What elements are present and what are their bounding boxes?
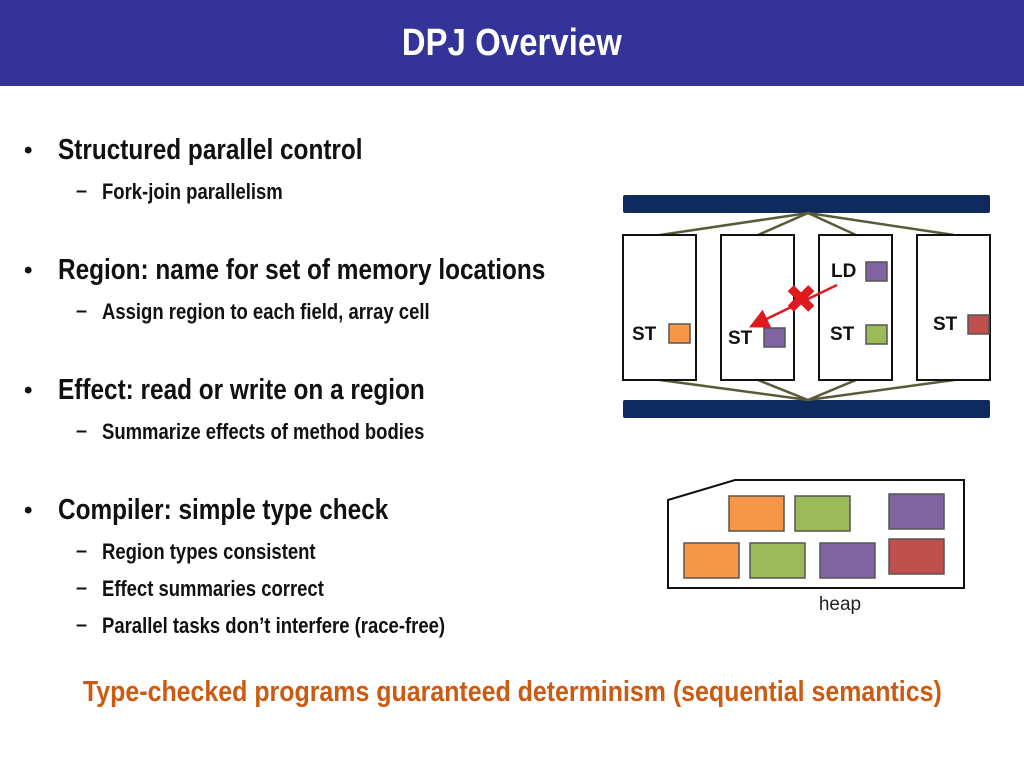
sub-bullet-effect-summaries: Effect summaries correct xyxy=(102,576,324,601)
conflict-arrow xyxy=(748,283,838,328)
bullet-marker: • xyxy=(24,497,33,524)
task-box-1 xyxy=(622,234,697,381)
join-lines xyxy=(659,378,955,402)
sub-bullet-marker: – xyxy=(76,300,88,322)
task-2-region-square xyxy=(763,327,786,348)
bullet-structured-parallel-control: Structured parallel control xyxy=(58,134,363,166)
heap-block xyxy=(819,542,876,579)
sub-bullet-marker: – xyxy=(76,614,88,636)
heap-block xyxy=(728,495,785,532)
join-bar xyxy=(623,400,990,418)
task-3-store-region-square xyxy=(865,324,888,345)
bullet-region-definition: Region: name for set of memory locations xyxy=(58,254,546,286)
sub-bullet-marker: – xyxy=(76,420,88,442)
sub-bullet-marker: – xyxy=(76,540,88,562)
sub-bullet-region-types: Region types consistent xyxy=(102,539,316,564)
task-4-store-label: ST xyxy=(933,314,958,335)
bullet-marker: • xyxy=(24,257,33,284)
sub-bullet-marker: – xyxy=(76,577,88,599)
heap-block xyxy=(749,542,806,579)
sub-bullet-fork-join: Fork-join parallelism xyxy=(102,179,283,204)
task-3-load-label: LD xyxy=(831,261,856,282)
heap-block xyxy=(888,493,945,530)
task-1-region-square xyxy=(668,323,691,344)
conflict-cross-icon: ✖ xyxy=(784,278,818,322)
bullet-effect-definition: Effect: read or write on a region xyxy=(58,374,425,406)
task-box-2 xyxy=(720,234,795,381)
task-4-region-square xyxy=(967,314,990,335)
heap-block xyxy=(683,542,740,579)
conclusion-label: Type-checked programs guaranteed determi… xyxy=(82,676,942,708)
sub-bullet-marker: – xyxy=(76,180,88,202)
sub-bullet-no-interference: Parallel tasks don’t interfere (race-fre… xyxy=(102,613,446,638)
slide-title: DPJ Overview xyxy=(401,21,623,64)
task-box-4 xyxy=(916,234,991,381)
task-1-store-label: ST xyxy=(632,324,657,345)
task-3-load-region-square xyxy=(865,261,888,282)
title-bar: DPJ Overview xyxy=(0,0,1024,86)
heap-block xyxy=(888,538,945,575)
bullet-marker: • xyxy=(24,377,33,404)
sub-bullet-assign-region: Assign region to each field, array cell xyxy=(102,299,430,324)
bullet-compiler-type-check: Compiler: simple type check xyxy=(58,494,389,526)
conclusion-text: Type-checked programs guaranteed determi… xyxy=(0,676,1024,709)
bullet-marker: • xyxy=(24,137,33,164)
sub-bullet-summarize-effects: Summarize effects of method bodies xyxy=(102,419,425,444)
fork-bar xyxy=(623,195,990,213)
task-2-store-label: ST xyxy=(728,328,753,349)
heap-label: heap xyxy=(819,594,861,615)
task-box-3 xyxy=(818,234,893,381)
heap-block xyxy=(794,495,851,532)
fork-lines xyxy=(659,211,955,237)
task-3-store-label: ST xyxy=(830,324,855,345)
